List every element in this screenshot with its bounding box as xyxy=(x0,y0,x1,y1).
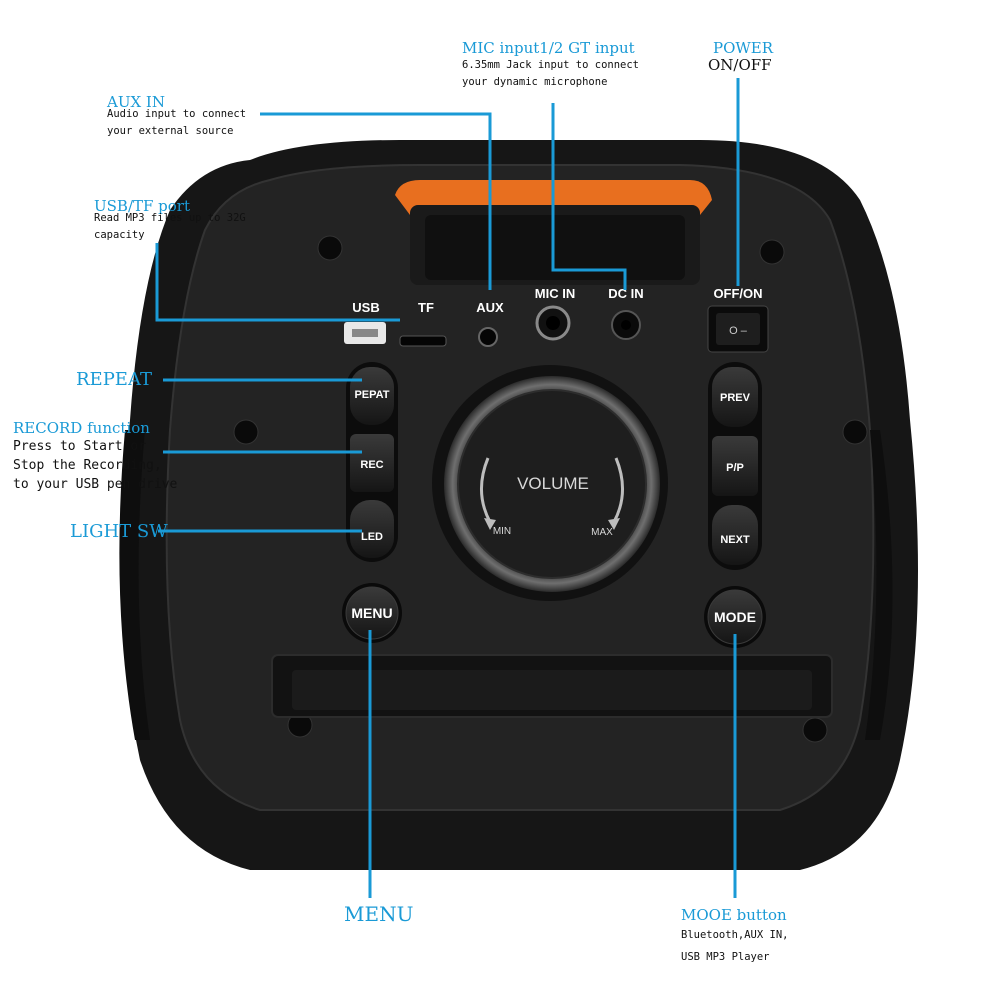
volume-max-label: MAX xyxy=(591,527,613,538)
aux-leader xyxy=(260,112,492,290)
tf-card-slot[interactable] xyxy=(399,335,447,347)
record-desc: Press to Start or Stop the Recording, to… xyxy=(13,439,178,492)
aux-port-label: AUX xyxy=(476,300,504,315)
mic-port-label: MIC IN xyxy=(535,286,575,301)
mode-desc: Bluetooth,AUX IN, USB MP3 Player xyxy=(681,929,789,963)
usb-tf-leader xyxy=(155,243,400,322)
power-switch-marks: O – xyxy=(729,325,748,337)
port-row: USB TF AUX MIC IN DC IN OFF/ON O – xyxy=(344,286,769,353)
right-button-column: PREV P/P NEXT xyxy=(708,362,762,570)
power-subtitle: ON/OFF xyxy=(708,56,772,74)
volume-knob[interactable]: VOLUME MIN MAX xyxy=(432,365,668,601)
mic-leader xyxy=(551,103,627,290)
prev-button-label: PREV xyxy=(720,392,751,404)
record-button-label: REC xyxy=(360,459,383,471)
usb-tf-title: USB/TF port xyxy=(94,197,191,215)
play-pause-button-label: P/P xyxy=(726,462,744,474)
light-button[interactable] xyxy=(350,500,394,558)
volume-label: VOLUME xyxy=(517,474,589,493)
usb-port-label: USB xyxy=(352,300,379,315)
play-pause-button[interactable] xyxy=(712,436,758,496)
volume-min-label: MIN xyxy=(493,526,511,537)
mode-title: MOOE button xyxy=(681,906,787,924)
next-button-label: NEXT xyxy=(720,534,750,546)
dc-port-label: DC IN xyxy=(608,286,643,301)
repeat-title: REPEAT xyxy=(76,369,152,390)
power-switch-label: OFF/ON xyxy=(713,286,762,301)
usb-tf-desc: Read MP3 files up to 32G capacity xyxy=(94,212,246,241)
left-button-column: PEPAT REC LED xyxy=(346,362,398,562)
aux-jack[interactable] xyxy=(478,327,498,347)
next-button[interactable] xyxy=(712,505,758,565)
mode-button-label: MODE xyxy=(714,609,756,625)
record-button[interactable] xyxy=(350,434,394,492)
light-button-label: LED xyxy=(361,531,383,543)
mic-input-desc: 6.35mm Jack input to connect your dynami… xyxy=(462,59,640,88)
mic-input-title: MIC input1/2 GT input xyxy=(462,39,635,57)
menu-button[interactable]: MENU xyxy=(342,583,402,643)
mode-button[interactable]: MODE xyxy=(704,586,766,648)
menu-button-label: MENU xyxy=(351,605,392,621)
tf-port-label: TF xyxy=(418,300,434,315)
menu-title: MENU xyxy=(344,902,414,926)
power-title: POWER xyxy=(713,39,774,57)
aux-in-desc: Audio input to connect your external sou… xyxy=(107,108,247,137)
light-sw-title: LIGHT SW xyxy=(70,521,168,542)
record-title: RECORD function xyxy=(13,419,150,437)
prev-button[interactable] xyxy=(712,367,758,427)
aux-in-title: AUX IN xyxy=(107,93,165,111)
leader-lines xyxy=(155,78,740,898)
repeat-button-label: PEPAT xyxy=(354,389,389,401)
